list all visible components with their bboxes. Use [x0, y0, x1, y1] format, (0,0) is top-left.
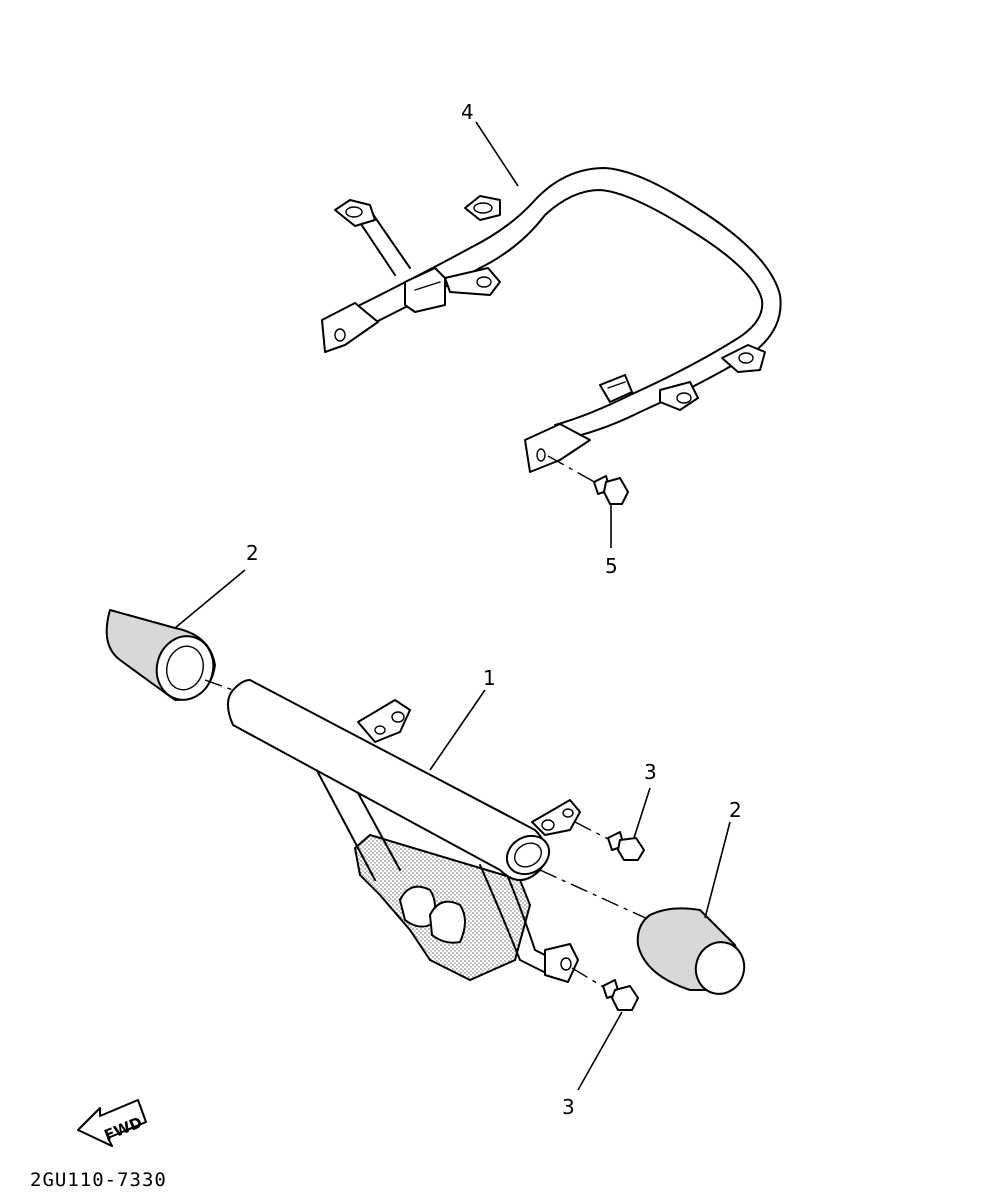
callout-3-lower: 3 [562, 1095, 575, 1119]
callout-5: 5 [605, 554, 618, 578]
end-cap-right [539, 869, 746, 995]
bolt-5 [547, 455, 629, 548]
callout-4: 4 [461, 100, 474, 124]
part-code: 2GU110-7330 [30, 1169, 167, 1191]
callout-1: 1 [483, 666, 496, 690]
rear-grab-bar [321, 167, 782, 473]
front-bumper [227, 679, 581, 983]
end-cap-left [105, 609, 234, 701]
bolt-3-upper [574, 787, 651, 861]
fwd-arrow-icon: FWD [77, 1099, 147, 1147]
callout-2-right: 2 [729, 798, 742, 822]
callout-2-left: 2 [246, 541, 259, 565]
bolt-3-lower [571, 967, 639, 1091]
callout-3-upper: 3 [644, 760, 657, 784]
